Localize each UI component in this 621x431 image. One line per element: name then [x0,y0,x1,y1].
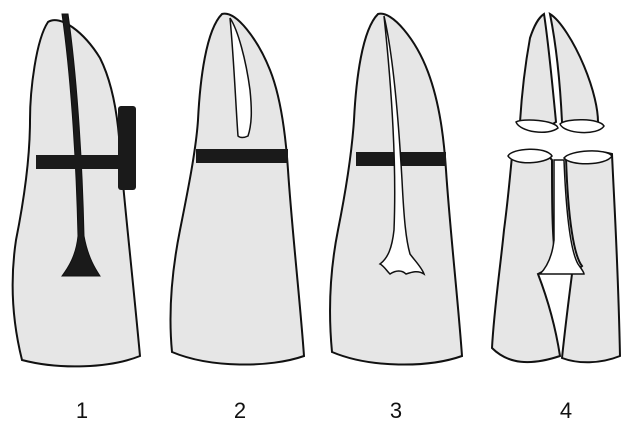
figure-label-4: 4 [546,398,586,424]
figure-label-1: 1 [62,398,102,424]
tooth-1-lateral-block [118,106,136,190]
tooth-figure-4 [492,14,620,362]
tooth-figure-1 [13,14,140,366]
tooth-4-crown-left [520,14,556,127]
tooth-4-root-left-edge [508,149,552,163]
figure-label-2: 2 [220,398,260,424]
tooth-figure-3 [330,14,462,365]
tooth-4-crown-right-edge [560,120,604,133]
tooth-4-root-right-edge [564,151,612,164]
figure-label-3: 3 [376,398,416,424]
tooth-2-cervical-band [196,149,288,163]
tooth-figure-2 [170,14,304,365]
tooth-4-crown-right [550,14,598,127]
